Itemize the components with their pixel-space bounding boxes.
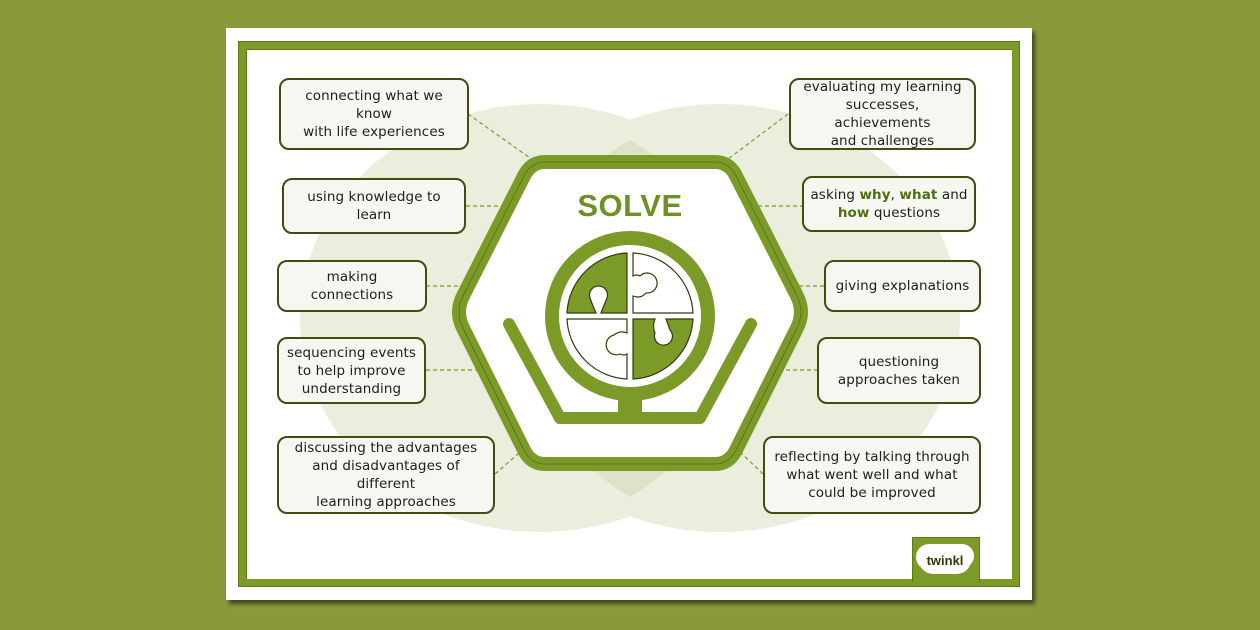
box-text-line: sequencing events bbox=[286, 344, 417, 361]
box-text-line: learning approaches bbox=[316, 494, 456, 510]
box-text-line: with life experiences bbox=[303, 124, 445, 140]
box-text-line: approaches taken bbox=[837, 371, 961, 388]
box-text-line: evaluating my learning bbox=[803, 79, 962, 95]
highlight-what: what bbox=[899, 187, 938, 203]
skill-box-using-knowledge: using knowledge to learn bbox=[282, 178, 466, 234]
skill-box-making-connections: making connections bbox=[277, 260, 427, 312]
box-text-line: what went well and what bbox=[786, 467, 958, 483]
box-text-line: making connections bbox=[310, 269, 394, 303]
box-text-line: questioning bbox=[858, 353, 940, 370]
box-text: questions bbox=[869, 205, 941, 221]
box-text-line: using knowledge to learn bbox=[307, 189, 441, 223]
box-text: , bbox=[890, 187, 900, 203]
box-text: asking bbox=[810, 187, 860, 203]
skill-box-discussing: discussing the advantages and disadvantag… bbox=[277, 436, 495, 514]
box-text-line: to help improve bbox=[297, 362, 406, 379]
box-text-line: reflecting by talking through bbox=[774, 449, 970, 465]
box-text-line: giving explanations bbox=[835, 278, 970, 294]
box-text-line: and challenges bbox=[830, 133, 935, 149]
skill-box-connecting: connecting what we know with life experie… bbox=[279, 78, 469, 150]
highlight-how: how bbox=[837, 205, 870, 221]
twinkl-logo: twinkl bbox=[919, 546, 971, 574]
highlight-why: why bbox=[859, 187, 891, 203]
box-text-line: and disadvantages of different bbox=[312, 458, 460, 492]
box-text-line: discussing the advantages bbox=[294, 440, 478, 456]
box-text-line: successes, achievements bbox=[834, 97, 931, 131]
skill-box-evaluating: evaluating my learning successes, achieve… bbox=[789, 78, 976, 150]
box-text-line: could be improved bbox=[808, 485, 936, 501]
puzzle-icon bbox=[566, 252, 694, 380]
skill-box-asking-questions: asking why, what and how questions bbox=[802, 176, 976, 232]
poster-title: SOLVE bbox=[577, 188, 683, 223]
box-text-line: understanding bbox=[301, 380, 402, 397]
skill-box-explanations: giving explanations bbox=[824, 260, 981, 312]
box-text: and bbox=[937, 187, 968, 203]
box-text-line: connecting what we know bbox=[305, 88, 443, 122]
skill-box-reflecting: reflecting by talking through what went w… bbox=[763, 436, 981, 514]
